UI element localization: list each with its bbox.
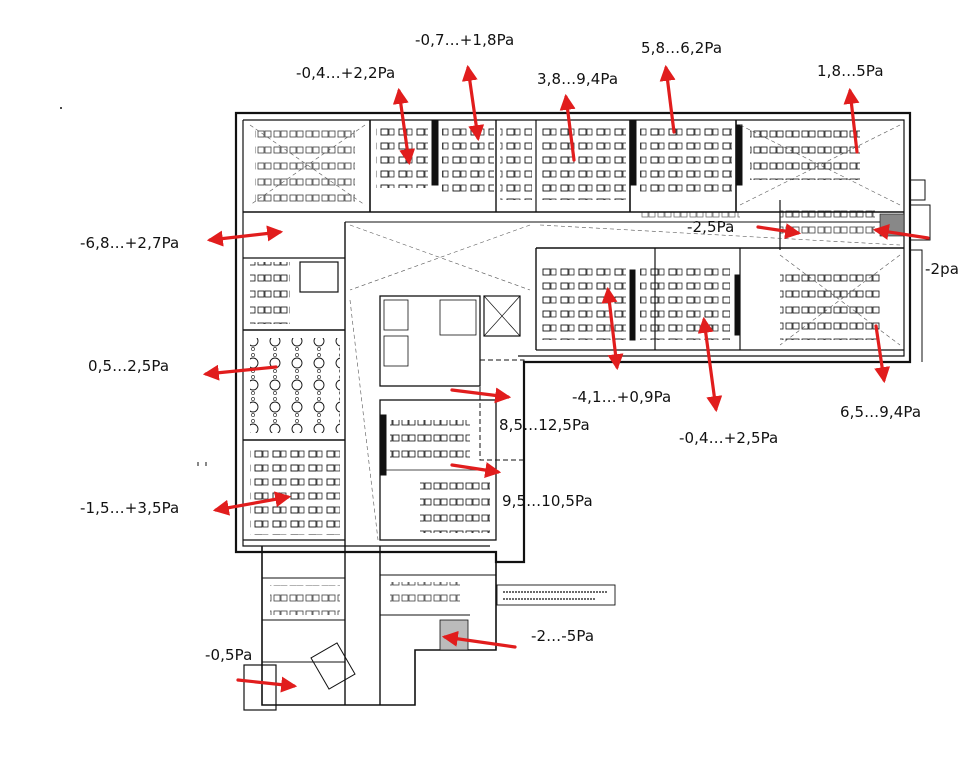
diagonal-guides bbox=[249, 124, 901, 541]
pressure-label: -2,5Pa bbox=[687, 218, 735, 236]
pressure-label: 0,5…2,5Pa bbox=[88, 357, 170, 375]
arrow-left-2 bbox=[202, 364, 278, 381]
pressure-label: 3,8…9,4Pa bbox=[537, 70, 619, 88]
arrow-bottom-b bbox=[236, 676, 298, 693]
pressure-label: 5,8…6,2Pa bbox=[641, 39, 723, 57]
legend-box bbox=[496, 584, 616, 606]
pressure-label: 8,5…12,5Pa bbox=[499, 416, 590, 434]
pressure-label: -0,4…+2,5Pa bbox=[679, 429, 779, 447]
arrow-top-left-a bbox=[392, 87, 416, 166]
arrow-left-3 bbox=[212, 491, 292, 516]
pressure-label: -0,4…+2,2Pa bbox=[296, 64, 396, 82]
arrow-wing-b bbox=[697, 316, 723, 413]
pressure-label: -6,8…+2,7Pa bbox=[80, 234, 180, 252]
pressure-label: 6,5…9,4Pa bbox=[840, 403, 922, 421]
pressure-label: -4,1…+0,9Pa bbox=[572, 388, 672, 406]
arrow-center-1 bbox=[450, 387, 512, 404]
pressure-label: -2…-5Pa bbox=[531, 627, 595, 645]
arrow-wing-a bbox=[601, 286, 624, 371]
arrow-top-mid-a bbox=[559, 93, 576, 162]
arrow-top-left-b bbox=[461, 64, 485, 142]
arrow-left-1 bbox=[206, 225, 284, 247]
pressure-label: -2pa bbox=[925, 260, 960, 278]
arrow-corridor-east bbox=[756, 223, 802, 240]
arrow-top-mid-b bbox=[659, 64, 676, 134]
pressure-arrows bbox=[202, 64, 930, 693]
arrow-wing-c bbox=[874, 324, 891, 384]
pressure-label: -0,5Pa bbox=[205, 646, 253, 664]
pressure-label: 9,5…10,5Pa bbox=[502, 492, 593, 510]
arrow-east-edge bbox=[872, 224, 930, 240]
pressure-label: -1,5…+3,5Pa bbox=[80, 499, 180, 517]
arrow-top-right bbox=[843, 87, 860, 154]
arrow-bottom-a bbox=[441, 630, 517, 649]
pressure-label: 1,8…5Pa bbox=[817, 62, 884, 80]
pressure-label: -0,7…+1,8Pa bbox=[415, 31, 515, 49]
arrow-center-2 bbox=[450, 462, 502, 478]
